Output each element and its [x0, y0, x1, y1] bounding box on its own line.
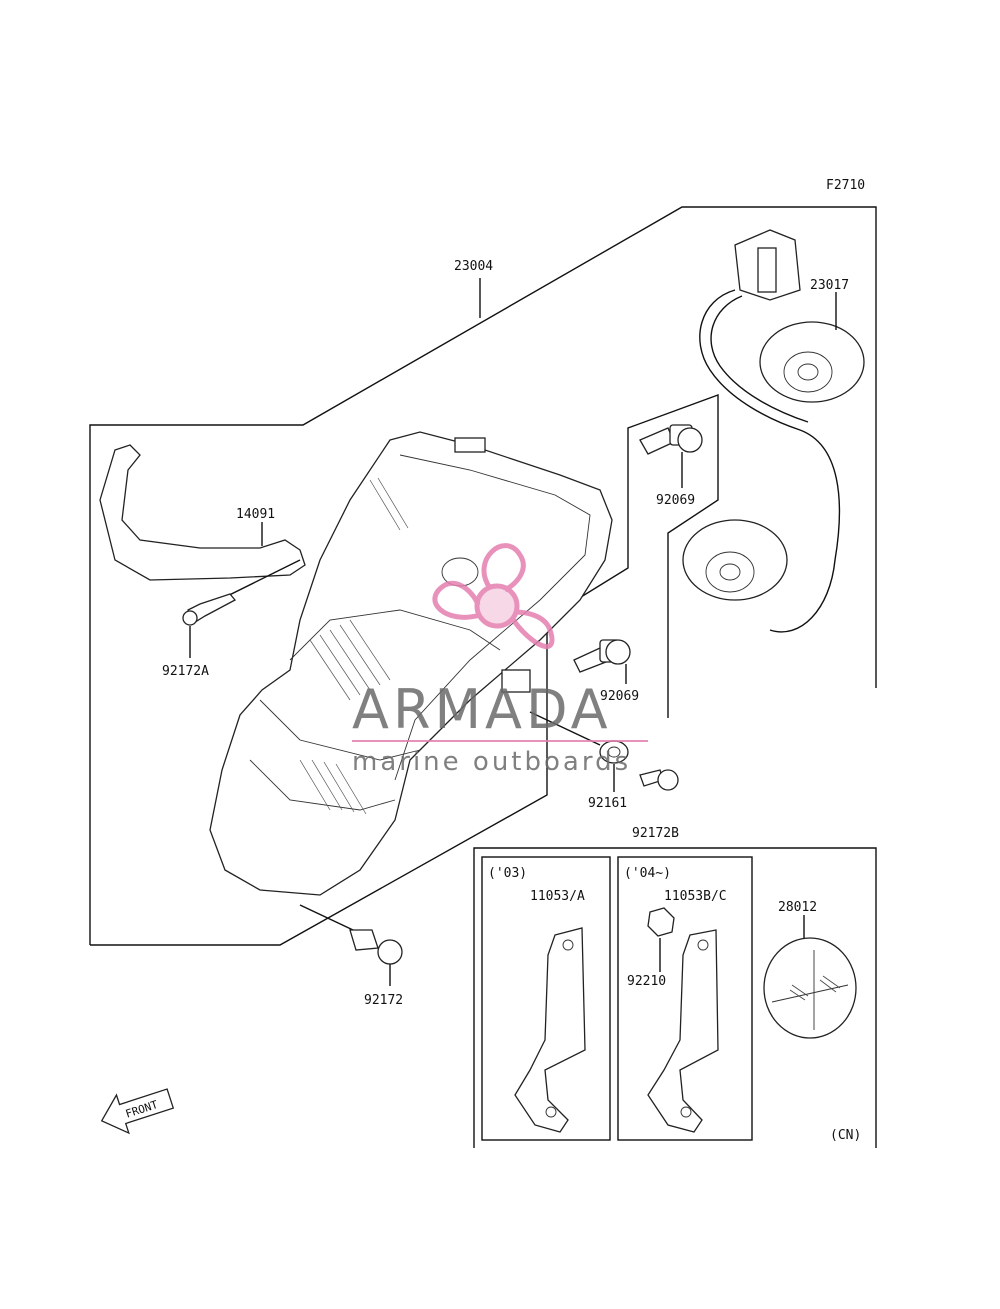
bracket-part [99, 444, 306, 581]
screw-b-part [639, 769, 679, 791]
callout-92210: 92210 [627, 974, 666, 989]
region-cn-label: (CN) [830, 1128, 861, 1143]
front-arrow-icon: FRONT [100, 1088, 175, 1135]
emblem-part [763, 937, 857, 1039]
socket-subbox [667, 410, 719, 718]
callout-23004: 23004 [454, 259, 493, 274]
assembly-outline [89, 206, 877, 946]
bulb-subbox [546, 393, 719, 619]
callout-11053bc: 11053B/C [664, 889, 727, 904]
diagram-code: F2710 [826, 178, 865, 193]
screw-bottom-part [299, 904, 403, 965]
nut-part [647, 907, 675, 937]
bulb-upper-part [639, 424, 703, 455]
headlight-housing [209, 431, 613, 896]
watermark: ARMADA marine outboards [352, 543, 648, 777]
socket-wiring-part [682, 229, 865, 633]
watermark-tagline: marine outboards [352, 747, 631, 777]
propeller-logo-icon [432, 543, 555, 649]
year-03-label: ('03) [488, 866, 527, 881]
callout-14091: 14091 [236, 507, 275, 522]
callout-92069-lower: 92069 [600, 689, 639, 704]
year-04-label: ('04~) [624, 866, 671, 881]
plate-04-part [647, 929, 719, 1133]
plate-03-part [514, 927, 586, 1133]
callout-92172: 92172 [364, 993, 403, 1008]
callout-11053a: 11053/A [530, 889, 585, 904]
cn-inset-frame [473, 847, 877, 1148]
screw-a-part [182, 559, 301, 626]
watermark-brand: ARMADA [352, 678, 612, 741]
callout-23017: 23017 [810, 278, 849, 293]
callout-92172a: 92172A [162, 664, 209, 679]
callout-92161: 92161 [588, 796, 627, 811]
callout-92069-upper: 92069 [656, 493, 695, 508]
callout-92172b: 92172B [632, 826, 679, 841]
bulb-lower-part [573, 639, 631, 673]
callout-28012: 28012 [778, 900, 817, 915]
